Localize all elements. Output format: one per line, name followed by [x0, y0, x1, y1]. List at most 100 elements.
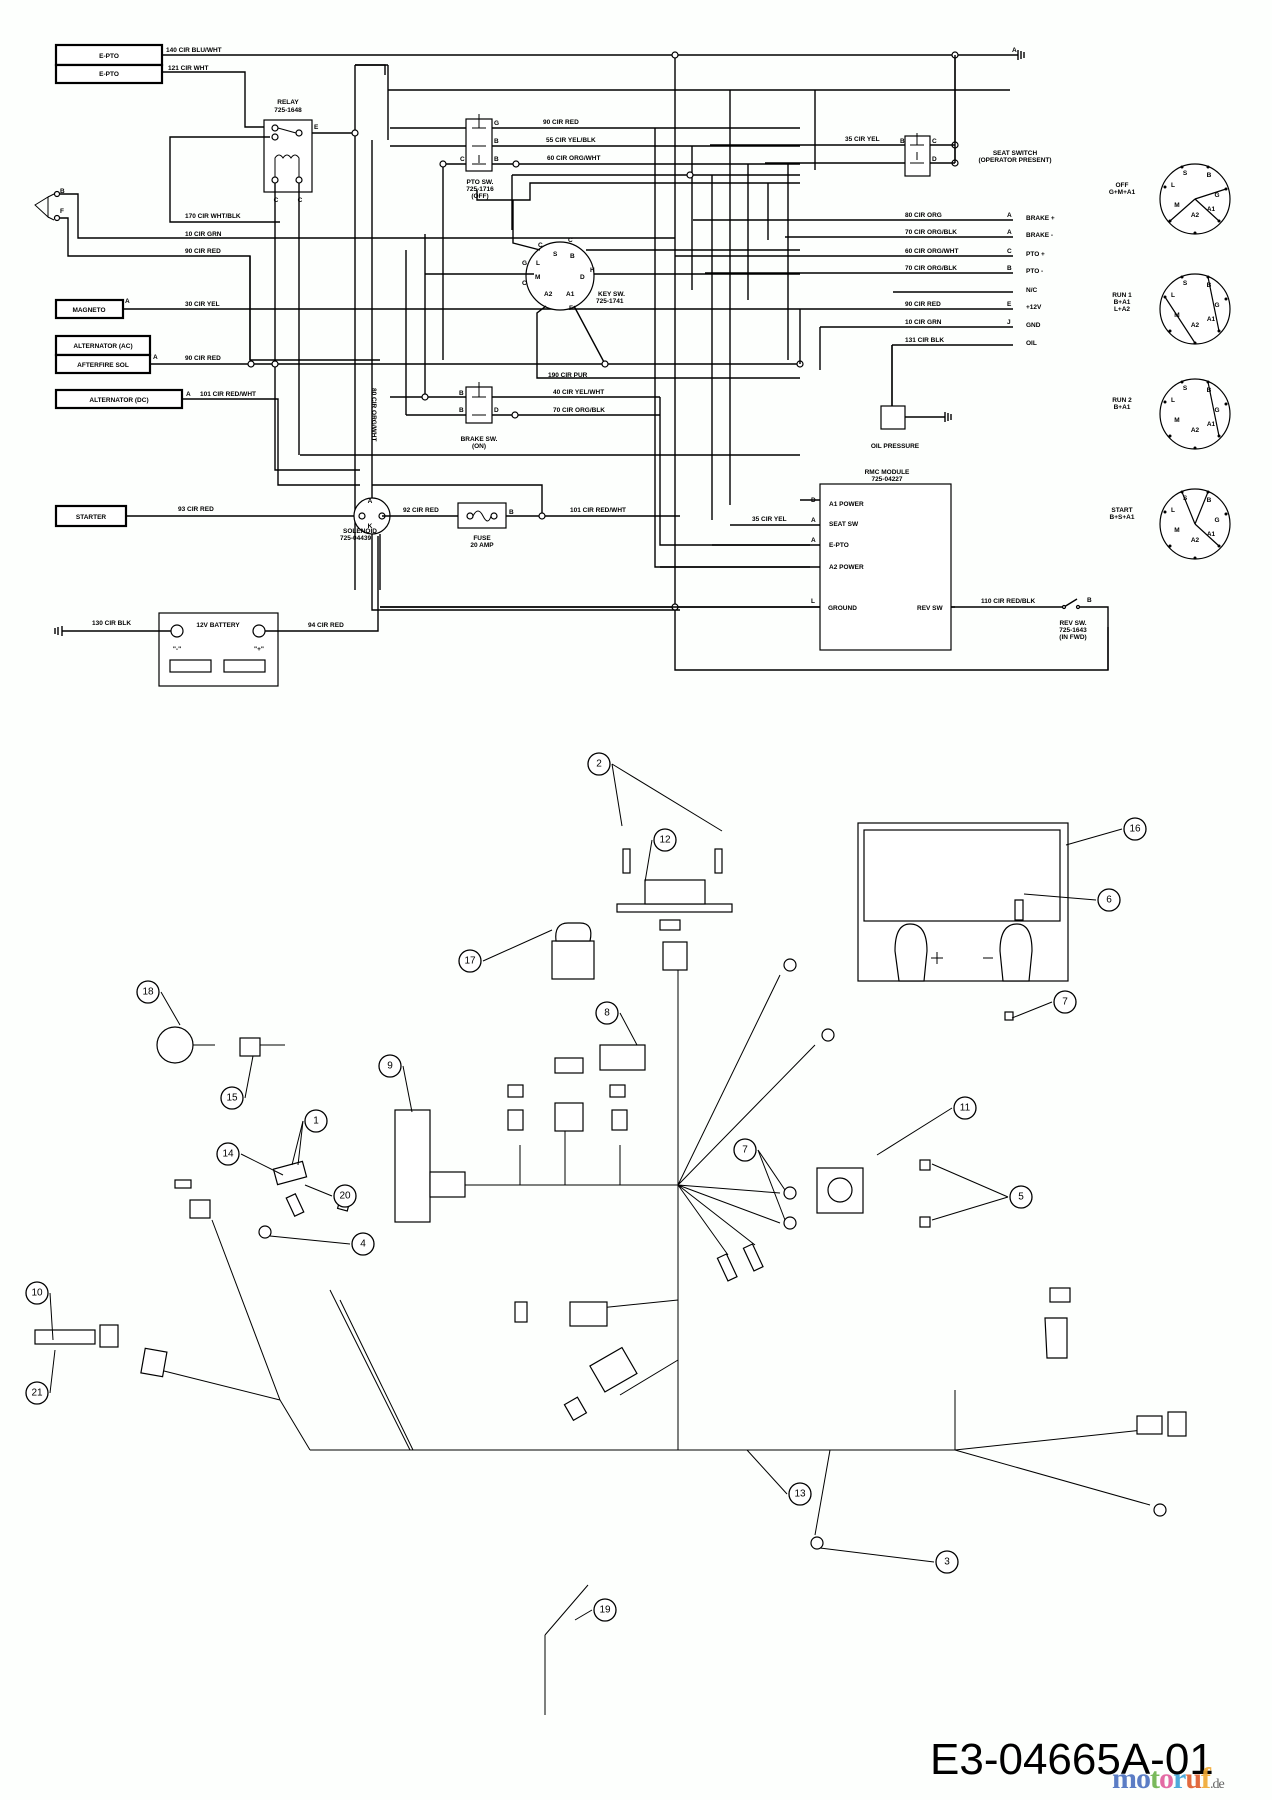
reverse-switch: B 110 CIR RED/BLK REV SW. 725-1643 (IN F…	[951, 597, 1109, 670]
fuse-label: FUSE	[473, 535, 491, 542]
callout-13: 13	[746, 1449, 812, 1506]
alternator-dc-label: ALTERNATOR (DC)	[89, 397, 148, 404]
epto-label-2: E-PTO	[99, 71, 119, 78]
wire-label: 190 CIR PUR	[548, 372, 588, 379]
dial-terminal: A2	[1191, 427, 1200, 434]
key-position-circuit: L+A2	[1114, 306, 1130, 313]
pin-letter: B	[900, 138, 905, 145]
solenoid-label: SOLENOID	[343, 528, 377, 535]
callout-number: 4	[360, 1239, 366, 1250]
wire-label: 90 CIR RED	[543, 119, 579, 126]
key-position-circuit: G+M+A1	[1109, 189, 1136, 196]
wire-label: 140 CIR BLU/WHT	[166, 47, 222, 54]
rmc-pin: A1 POWER	[829, 501, 864, 508]
pin-letter: A	[153, 354, 158, 361]
pin-function-label: BRAKE +	[1026, 215, 1055, 222]
wire-label: 30 CIR YEL	[185, 301, 220, 308]
pin-letter: A	[368, 498, 373, 505]
key-position-name: START	[1111, 507, 1132, 514]
dial-terminal: B	[1207, 497, 1212, 504]
relay-part-number: 725-1648	[274, 107, 302, 114]
seat-switch-label: SEAT SWITCH	[993, 150, 1038, 157]
pin-function-label: PTO +	[1026, 251, 1045, 258]
pin-function-label: BRAKE -	[1026, 232, 1053, 239]
wire-label: 35 CIR YEL	[752, 516, 787, 523]
pin-letter: B	[459, 407, 464, 414]
pto-switch-part-number: 725-1716	[466, 186, 494, 193]
pin-letter: D	[932, 156, 937, 163]
pin-letter: A	[1012, 47, 1017, 54]
reverse-switch-label: REV SW.	[1059, 620, 1086, 627]
rmc-module-part-number: 725-04227	[871, 476, 902, 483]
solenoid-part-number: 725-04439	[340, 535, 371, 542]
rmc-pin-letter: A	[811, 537, 816, 544]
callout-5: 5	[931, 1163, 1033, 1221]
connector-row: N/C	[1026, 287, 1038, 294]
dial-terminal: S	[1183, 280, 1188, 287]
pin-letter: F	[60, 208, 64, 215]
key-terminal: C	[538, 242, 543, 249]
wire-label: 93 CIR RED	[178, 506, 214, 513]
wire-label: 80 CIR ORG	[905, 212, 942, 219]
dial-terminal: L	[1171, 397, 1175, 404]
dial-terminal: A2	[1191, 537, 1200, 544]
dial-terminal: S	[1183, 385, 1188, 392]
rmc-pin: A2 POWER	[829, 564, 864, 571]
callout-number: 11	[960, 1103, 971, 1114]
key-terminal: A1	[566, 291, 575, 298]
key-terminal: C	[568, 237, 573, 244]
key-position-circuit: B+S+A1	[1110, 514, 1135, 521]
callout-16: 16	[1065, 817, 1147, 846]
pin-letter: B	[494, 138, 499, 145]
oil-pressure-sensor: OIL PRESSURE	[871, 345, 952, 450]
alternator-ac-label: ALTERNATOR (AC)	[73, 343, 132, 350]
watermark-letter: u	[1185, 1762, 1202, 1795]
dial-terminal: M	[1174, 527, 1179, 534]
pin-letter: G	[494, 120, 499, 127]
watermark-logo: motoruf.de	[1112, 1762, 1225, 1796]
battery-positive: "+"	[254, 646, 264, 653]
battery: 12V BATTERY "-" "+"	[158, 612, 279, 687]
dial-terminal: A1	[1207, 316, 1216, 323]
brake-switch: B B D BRAKE SW. (ON)	[459, 382, 499, 450]
callout-number: 15	[226, 1093, 238, 1104]
callout-18: 18	[136, 980, 181, 1026]
pin-letter: A	[186, 391, 191, 398]
wire-label: 131 CIR BLK	[905, 337, 944, 344]
key-switch-label: KEY SW.	[598, 291, 625, 298]
pin-letter: B	[1007, 265, 1012, 272]
key-terminal: S	[553, 251, 558, 258]
pin-letter: J	[1007, 319, 1011, 326]
rmc-pin-letter: A	[811, 517, 816, 524]
key-position-dial: RUN 1B+A1L+A2SBLGMA1A2	[1112, 273, 1231, 345]
oil-pressure-label: OIL PRESSURE	[871, 443, 920, 450]
watermark-letter: r	[1173, 1762, 1186, 1795]
key-position-circuit: B+A1	[1114, 299, 1131, 306]
dial-terminal: G	[1214, 302, 1219, 309]
key-terminal: D	[580, 274, 585, 281]
wire-label: 92 CIR RED	[403, 507, 439, 514]
wire-label: 90 CIR RED	[185, 355, 221, 362]
key-switch: C S B C G L D H C M A2 A1 F KEY SW. 725-…	[522, 237, 625, 312]
alternator-ac-box: ALTERNATOR (AC) AFTERFIRE SOL A	[54, 334, 158, 375]
pin-function-label: N/C	[1026, 287, 1038, 294]
watermark-letter: o	[1159, 1762, 1174, 1795]
key-position-circuit: B+A1	[1114, 404, 1131, 411]
callout-number: 8	[604, 1008, 610, 1019]
pin-letter: D	[494, 407, 499, 414]
callout-8: 8	[595, 1001, 638, 1046]
key-terminal: C	[522, 280, 527, 287]
wire-label: 121 CIR WHT	[168, 65, 208, 72]
rmc-pin: GROUND	[828, 605, 857, 612]
pto-switch: G B B C PTO SW. 725-1716 (OFF)	[460, 114, 499, 200]
reverse-switch-part-number: 725-1643	[1059, 627, 1087, 634]
rmc-pin: E-PTO	[829, 542, 849, 549]
magneto-box: MAGNETO A	[54, 298, 130, 320]
callout-21: 21	[25, 1349, 56, 1405]
rmc-module-label: RMC MODULE	[865, 469, 910, 476]
callout-number: 1	[313, 1116, 319, 1127]
watermark-letter: m	[1112, 1762, 1137, 1795]
wire-label: 101 CIR RED/WHT	[570, 507, 626, 514]
